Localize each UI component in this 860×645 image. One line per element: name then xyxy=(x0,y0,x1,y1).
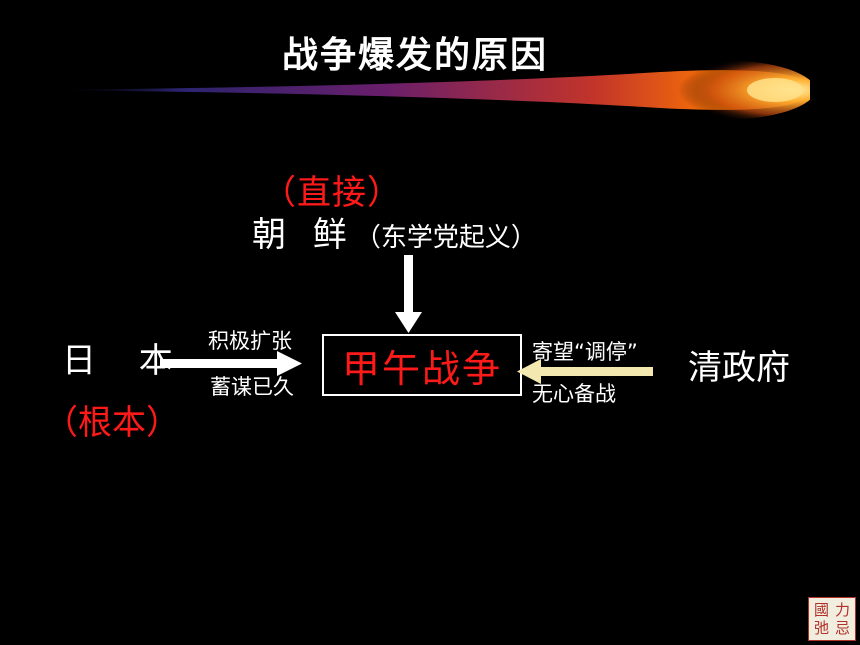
seal-logo-icon: 國 力 弛 忌 xyxy=(808,597,856,641)
sino-japanese-war-box: 甲午战争 xyxy=(322,334,522,396)
title-underline-streak xyxy=(40,60,810,120)
korea-note: （东学党起义） xyxy=(354,223,537,253)
direct-cause-tag: （直接） xyxy=(262,173,402,213)
korea-node: 朝 鲜（东学党起义） xyxy=(252,207,537,256)
qing-note-line-1: 寄望“调停” xyxy=(532,340,638,364)
seal-glyph: 力 xyxy=(835,601,851,619)
qing-government-label: 清政府 xyxy=(688,348,790,388)
seal-glyph: 弛 xyxy=(814,619,830,637)
japan-note-line-2: 蓄谋已久 xyxy=(210,375,294,399)
sino-japanese-war-label: 甲午战争 xyxy=(341,346,502,391)
root-cause-tag: （根本） xyxy=(44,403,180,443)
page-title: 战争爆发的原因 xyxy=(281,35,548,76)
seal-glyph: 忌 xyxy=(835,619,851,637)
japan-label: 日 本 xyxy=(62,341,189,381)
japan-note-line-1: 积极扩张 xyxy=(208,329,292,353)
seal-glyph: 國 xyxy=(814,601,830,619)
korea-to-war-arrow xyxy=(395,255,422,333)
korea-label: 朝 鲜 xyxy=(252,215,355,255)
qing-note-line-2: 无心备战 xyxy=(532,382,616,406)
